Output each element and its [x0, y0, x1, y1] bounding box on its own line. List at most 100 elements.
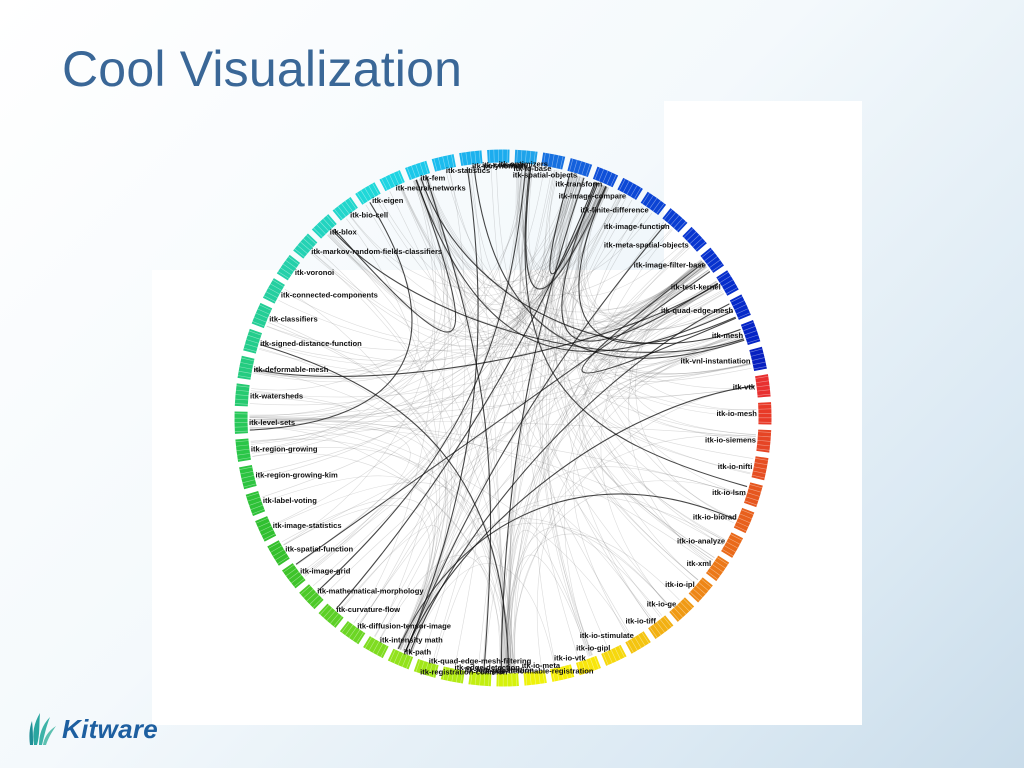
dependency-edge — [547, 177, 715, 558]
ring-tick — [728, 537, 741, 545]
module-label: itk-statistics — [446, 166, 490, 175]
ring-tick — [348, 198, 357, 210]
ring-tick — [551, 154, 555, 168]
ring-tick — [300, 241, 311, 251]
ring-tick — [722, 549, 734, 557]
dependency-edge — [353, 180, 436, 624]
dependency-edge — [524, 165, 748, 488]
module-label: itk-mesh — [712, 331, 744, 340]
dependency-edge — [400, 185, 608, 311]
dependency-edge — [328, 182, 599, 333]
module-label: itk-watersheds — [250, 391, 303, 400]
module-label: itk-eigen — [372, 196, 404, 205]
dependency-edge — [404, 494, 725, 652]
dependency-edge — [414, 180, 605, 282]
ring-tick — [393, 172, 400, 185]
ring-tick — [268, 287, 280, 295]
dependency-edge — [578, 181, 736, 519]
dependency-edge — [425, 176, 706, 313]
dependency-edge — [249, 201, 413, 431]
ring-tick — [330, 613, 339, 624]
dependency-edge — [635, 264, 736, 520]
dependency-edge — [253, 173, 572, 377]
ring-tick — [248, 330, 262, 336]
module-label: itk-image-statistics — [273, 521, 342, 530]
ring-tick — [474, 672, 477, 686]
ring-tick — [337, 206, 347, 217]
dependency-edge — [628, 332, 756, 439]
dependency-edge — [506, 526, 672, 672]
ring-tick — [341, 622, 350, 633]
dependency-edge — [251, 165, 528, 451]
module-label: itk-io-ipl — [665, 580, 695, 589]
dependency-edge — [432, 177, 584, 662]
dependency-edge — [415, 179, 734, 352]
dependency-edge — [551, 174, 714, 561]
ring-tick — [626, 183, 634, 195]
ring-tick — [282, 263, 294, 272]
dependency-edge — [506, 174, 574, 672]
ring-tick — [701, 249, 713, 258]
ring-tick — [239, 366, 253, 370]
ring-segment — [575, 655, 601, 676]
module-label: itk-image-filter-base — [634, 261, 706, 270]
module-label: itk-io-vtk — [554, 654, 586, 663]
dependency-edge — [254, 283, 719, 377]
dependency-edge — [273, 482, 512, 672]
module-label: itk-image-grid — [300, 566, 351, 575]
ring-tick — [695, 585, 706, 595]
ring-tick — [737, 312, 751, 319]
dependency-edge — [506, 185, 605, 672]
module-label: itk-diffusion-tensor-image — [357, 622, 451, 631]
ring-tick — [538, 670, 541, 684]
ring-tick — [488, 673, 490, 687]
module-label: itk-io-meta — [522, 661, 561, 670]
ring-segment — [459, 150, 483, 166]
ring-tick — [333, 616, 343, 627]
dependency-edge — [295, 271, 711, 565]
dependency-edge — [301, 174, 574, 573]
ring-tick — [602, 652, 609, 666]
dependency-edge — [550, 176, 751, 474]
dependency-edge — [507, 177, 584, 672]
dependency-edge — [330, 175, 579, 341]
dependency-edge — [249, 193, 622, 427]
dependency-edge — [250, 264, 706, 398]
ring-tick — [319, 221, 329, 232]
dependency-edge — [249, 420, 756, 437]
ring-tick — [649, 626, 658, 638]
dependency-edge — [252, 452, 504, 672]
module-label: itk-level-sets — [249, 418, 295, 427]
ring-tick — [716, 557, 729, 565]
ring-segment — [234, 383, 250, 407]
ring-tick — [451, 668, 455, 682]
dependency-edge — [521, 165, 757, 411]
ring-tick — [247, 496, 261, 502]
dependency-edge — [470, 166, 502, 672]
dependency-edge — [418, 178, 644, 309]
module-label: itk-bio-cell — [350, 211, 388, 220]
ring-tick — [712, 564, 724, 573]
ring-tick — [683, 598, 693, 609]
ring-tick — [356, 631, 364, 644]
ring-tick — [630, 639, 638, 651]
ring-segment — [756, 429, 772, 453]
ring-tick — [483, 672, 486, 686]
ring-tick — [385, 176, 392, 189]
dependency-edge — [408, 303, 730, 654]
ring-tick — [460, 670, 463, 684]
ring-tick — [285, 260, 297, 269]
ring-tick — [277, 556, 289, 565]
dependency-edge — [304, 183, 599, 576]
dependency-edge — [504, 262, 704, 672]
ring-tick — [736, 521, 749, 528]
ring-segment — [318, 603, 344, 628]
ring-tick — [406, 656, 412, 669]
dependency-edge — [315, 247, 452, 655]
ring-tick — [235, 394, 249, 397]
module-label: itk-io-siemens — [705, 436, 756, 445]
ring-tick — [234, 430, 248, 432]
ring-tick — [270, 283, 282, 291]
dependency-edge — [553, 175, 711, 335]
ring-tick — [730, 296, 743, 303]
